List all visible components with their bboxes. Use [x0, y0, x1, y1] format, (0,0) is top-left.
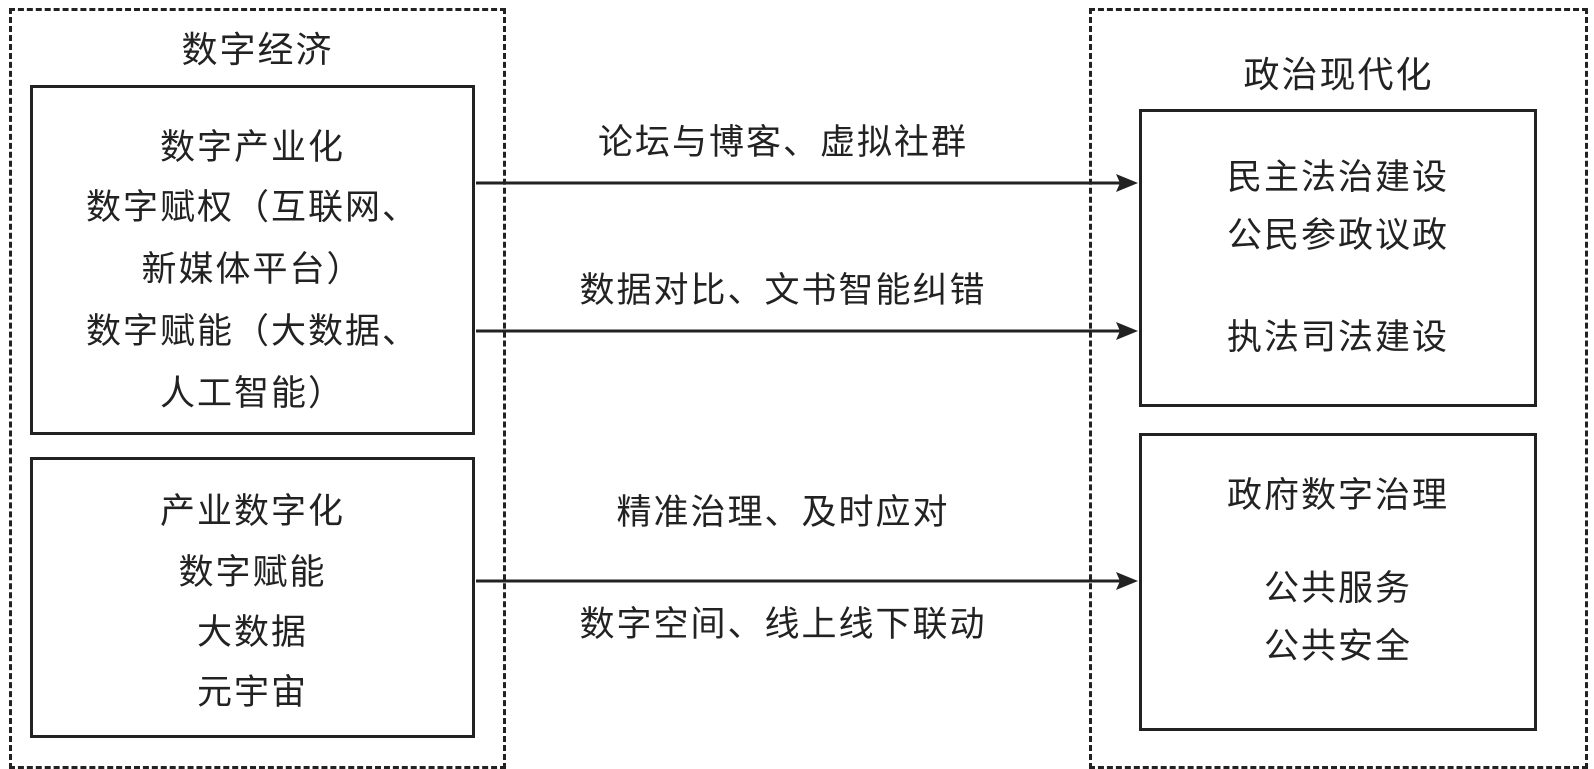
- box-line: 公共安全: [1263, 627, 1412, 667]
- box-line: 产业数字化: [159, 492, 345, 532]
- edge-label-data-comparison: 数据对比、文书智能纠错: [579, 271, 987, 311]
- box-line: 公民参政议政: [1226, 216, 1449, 256]
- box-line: 人工智能）: [159, 374, 345, 414]
- government-digital-governance-box: 政府数字治理 公共服务 公共安全: [1139, 433, 1537, 731]
- industrial-digitalization-box: 产业数字化 数字赋能 大数据 元宇宙: [30, 457, 475, 738]
- political-modernization-title: 政治现代化: [1243, 55, 1434, 96]
- box-line: 数字赋权（互联网、: [85, 188, 419, 228]
- digital-economy-title: 数字经济: [181, 30, 334, 71]
- arrow-data-to-law: [476, 322, 1138, 340]
- box-line: 政府数字治理: [1226, 476, 1449, 516]
- digital-economy-group: 数字经济: [9, 8, 506, 769]
- box-line: 民主法治建设: [1226, 158, 1449, 198]
- box-line: 执法司法建设: [1226, 318, 1449, 358]
- box-line: 数字产业化: [159, 128, 345, 168]
- political-modernization-group: 政治现代化: [1089, 8, 1588, 769]
- box-line: 数字赋能（大数据、: [85, 312, 419, 352]
- box-line: 元宇宙: [196, 673, 308, 713]
- arrowhead-icon: [1116, 174, 1138, 192]
- democracy-rule-of-law-box: 民主法治建设 公民参政议政 执法司法建设: [1139, 109, 1537, 407]
- edge-label-digital-space: 数字空间、线上线下联动: [579, 605, 987, 645]
- arrow-industry-to-government: [476, 572, 1138, 590]
- arrowhead-icon: [1116, 572, 1138, 590]
- box-line: 数字赋能: [178, 553, 327, 593]
- edge-label-precise-governance: 精准治理、及时应对: [616, 493, 950, 533]
- digital-industrialization-box: 数字产业化 数字赋权（互联网、 新媒体平台） 数字赋能（大数据、 人工智能）: [30, 85, 475, 435]
- edge-label-forums: 论坛与博客、虚拟社群: [597, 123, 968, 163]
- box-line: 公共服务: [1263, 569, 1412, 609]
- box-line: 大数据: [196, 613, 308, 653]
- arrow-forum-to-democracy: [476, 174, 1138, 192]
- arrowhead-icon: [1116, 322, 1138, 340]
- box-line: 新媒体平台）: [141, 250, 364, 290]
